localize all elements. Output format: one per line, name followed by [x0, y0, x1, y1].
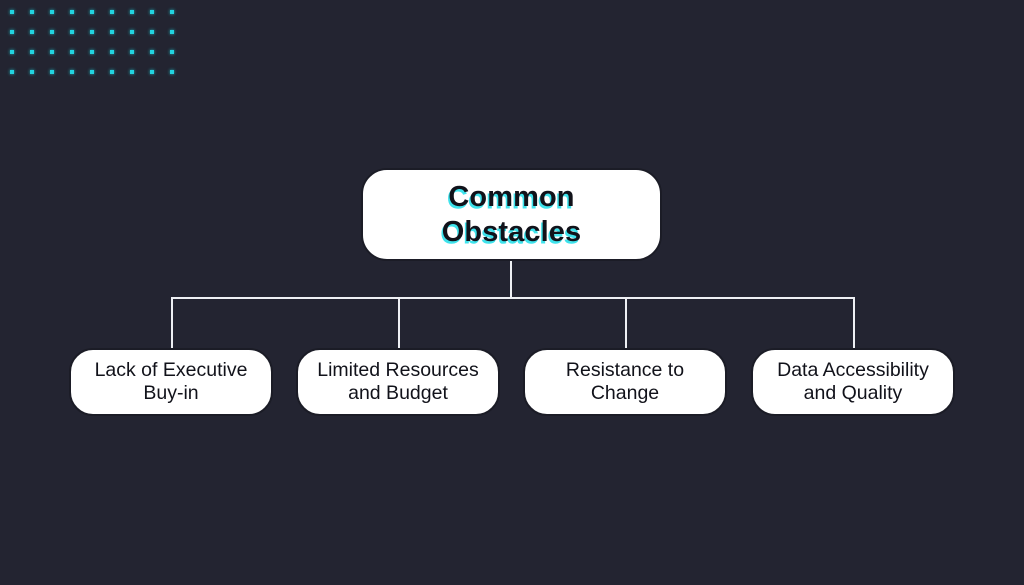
grid-dot: [10, 30, 14, 34]
grid-dot: [170, 70, 174, 74]
grid-dot: [30, 50, 34, 54]
grid-dot: [50, 50, 54, 54]
node-root-common-obstacles[interactable]: Common Obstacles: [361, 168, 662, 261]
grid-dot: [130, 70, 134, 74]
grid-dot: [10, 10, 14, 14]
grid-dot: [150, 10, 154, 14]
grid-dot: [150, 70, 154, 74]
grid-dot: [130, 30, 134, 34]
node-child-limited-resources-and-budget[interactable]: Limited Resources and Budget: [296, 348, 500, 416]
connector-root-stem: [510, 261, 512, 299]
grid-dot: [50, 70, 54, 74]
grid-dot: [70, 10, 74, 14]
grid-dot: [90, 30, 94, 34]
grid-dot: [170, 10, 174, 14]
connector-drop-child-3: [853, 297, 855, 348]
grid-dot: [50, 10, 54, 14]
grid-dot: [10, 50, 14, 54]
grid-dot: [30, 30, 34, 34]
grid-dot: [30, 10, 34, 14]
dot-grid-decoration: [0, 0, 190, 86]
connector-horizontal-bus: [171, 297, 855, 299]
node-child-lack-of-executive-buy-in[interactable]: Lack of Executive Buy-in: [69, 348, 273, 416]
grid-dot: [130, 50, 134, 54]
grid-dot: [30, 70, 34, 74]
grid-dot: [10, 70, 14, 74]
connector-drop-child-0: [171, 297, 173, 348]
grid-dot: [150, 30, 154, 34]
grid-dot: [110, 30, 114, 34]
grid-dot: [90, 10, 94, 14]
grid-dot: [90, 50, 94, 54]
connector-drop-child-2: [625, 297, 627, 348]
grid-dot: [90, 70, 94, 74]
grid-dot: [170, 50, 174, 54]
grid-dot: [110, 10, 114, 14]
grid-dot: [70, 30, 74, 34]
node-child-resistance-to-change[interactable]: Resistance to Change: [523, 348, 727, 416]
grid-dot: [70, 50, 74, 54]
node-child-data-accessibility-and-quality[interactable]: Data Accessibility and Quality: [751, 348, 955, 416]
grid-dot: [130, 10, 134, 14]
grid-dot: [110, 50, 114, 54]
grid-dot: [110, 70, 114, 74]
grid-dot: [170, 30, 174, 34]
connector-drop-child-1: [398, 297, 400, 348]
grid-dot: [70, 70, 74, 74]
grid-dot: [150, 50, 154, 54]
grid-dot: [50, 30, 54, 34]
